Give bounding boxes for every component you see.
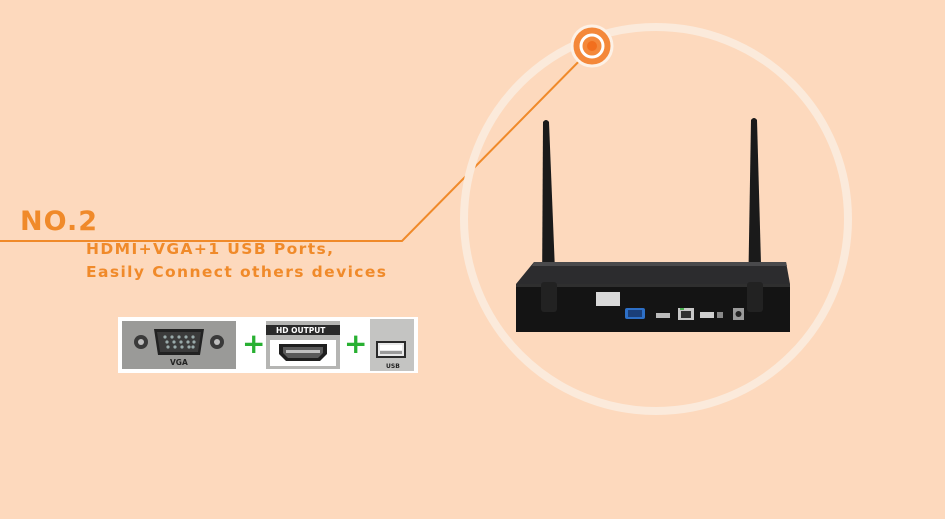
feature-number: NO.2: [20, 206, 98, 237]
hdmi-port-image: [266, 321, 340, 369]
feature-line-2: Easily Connect others devices: [86, 263, 388, 281]
port-strip: VGA + HD OUTPUT + USB: [118, 317, 418, 373]
feature-line-1: HDMI+VGA+1 USB Ports,: [86, 240, 335, 258]
nvr-device: [516, 118, 790, 332]
plus-sign-1: +: [242, 327, 266, 360]
callout-line: [0, 47, 593, 242]
plus-sign-2: +: [344, 327, 368, 360]
device-hdmi-port: [656, 313, 670, 318]
right-antenna: [748, 118, 762, 300]
device-usb-port: [700, 312, 714, 318]
hdmi-label: HD OUTPUT: [276, 326, 326, 335]
highlight-ring: [460, 23, 852, 415]
usb-port-image: [370, 319, 414, 371]
left-antenna: [542, 120, 556, 296]
usb-label: USB: [386, 363, 400, 370]
vga-label: VGA: [170, 358, 188, 367]
vga-port-image: [122, 321, 236, 369]
device-sticker: [596, 292, 620, 306]
target-dot: [570, 24, 614, 68]
